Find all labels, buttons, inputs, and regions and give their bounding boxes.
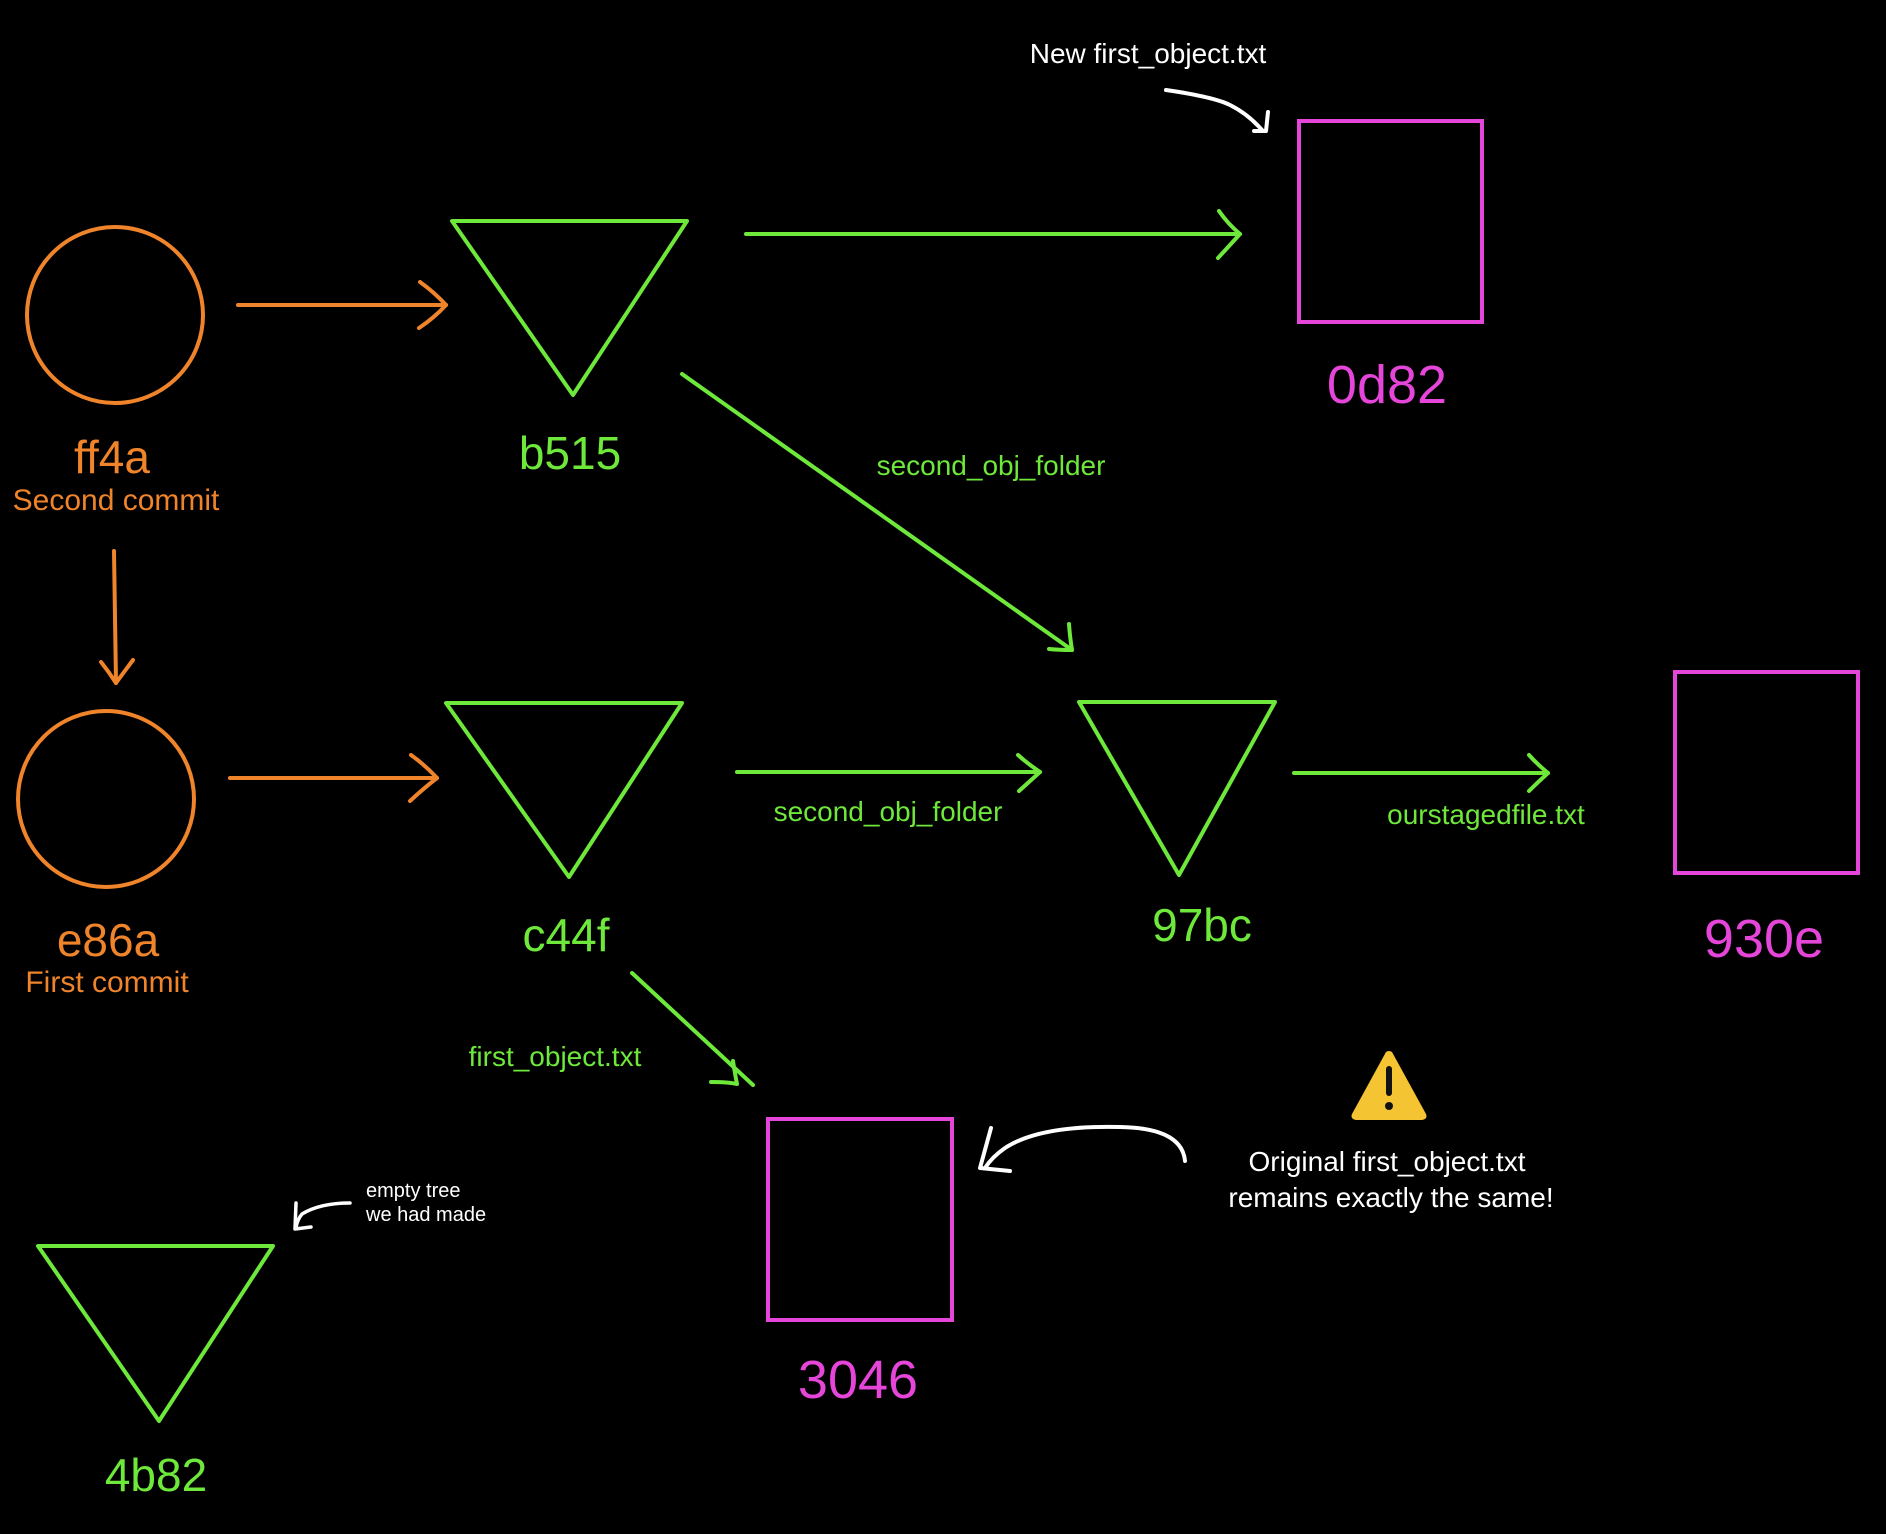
- edge-b515-to-0d82: [744, 209, 1242, 260]
- edge-label-c44f-3046: first_object.txt: [468, 1041, 642, 1072]
- annotation-arrow-new-file: [1164, 88, 1264, 132]
- annotation-empty-tree-line2: we had made: [366, 1204, 487, 1226]
- annotation-arrow-empty-tree-head: [293, 1201, 313, 1231]
- tree-hash-b515: b515: [518, 427, 622, 479]
- tree-hash-97bc: 97bc: [1152, 899, 1252, 951]
- annotation-arrow-new-file-head: [1252, 110, 1270, 133]
- blob-node-0d82[interactable]: [1297, 119, 1484, 324]
- commit-hash-e86a: e86a: [56, 914, 160, 966]
- annotation-empty-tree-line1: empty tree: [366, 1180, 461, 1202]
- commit-node-e86a[interactable]: [16, 709, 196, 889]
- edge-97bc-to-930e: [1292, 753, 1550, 793]
- edge-e86a-to-c44f: [228, 753, 439, 803]
- tree-node-97bc[interactable]: [1077, 700, 1277, 877]
- blob-node-3046[interactable]: [766, 1117, 954, 1322]
- commit-node-ff4a[interactable]: [25, 225, 205, 405]
- tree-hash-c44f: c44f: [522, 909, 610, 961]
- edge-b515-to-97bc: [680, 372, 1074, 652]
- annotation-new-file: New first_object.txt: [1029, 38, 1267, 69]
- annotation-arrow-empty-tree: [294, 1201, 352, 1230]
- edge-label-97bc-930e: ourstagedfile.txt: [1387, 799, 1585, 830]
- blob-node-930e[interactable]: [1673, 670, 1860, 875]
- edge-ff4a-to-b515: [236, 280, 448, 330]
- tree-node-4b82[interactable]: [36, 1244, 275, 1423]
- commit-hash-ff4a: ff4a: [74, 431, 150, 483]
- tree-node-b515[interactable]: [450, 219, 689, 397]
- edge-label-b515-97bc: second_obj_folder: [876, 450, 1106, 481]
- annotation-original-line2: remains exactly the same!: [1228, 1182, 1554, 1213]
- edge-ff4a-to-e86a: [99, 549, 135, 685]
- blob-hash-930e: 930e: [1703, 909, 1825, 969]
- commit-label-ff4a: Second commit: [12, 484, 220, 517]
- warning-icon: [1351, 1051, 1427, 1120]
- annotation-arrow-original-head: [978, 1126, 1012, 1173]
- edge-label-c44f-97bc: second_obj_folder: [773, 796, 1003, 827]
- tree-node-c44f[interactable]: [444, 701, 684, 879]
- edge-c44f-to-3046: [630, 971, 755, 1087]
- annotation-arrow-original: [983, 1124, 1187, 1170]
- edge-c44f-to-97bc: [735, 753, 1042, 793]
- tree-hash-4b82: 4b82: [104, 1449, 208, 1501]
- commit-label-e86a: First commit: [25, 966, 189, 999]
- blob-hash-3046: 3046: [797, 1350, 919, 1410]
- blob-hash-0d82: 0d82: [1326, 355, 1448, 415]
- annotation-original-line1: Original first_object.txt: [1248, 1146, 1526, 1177]
